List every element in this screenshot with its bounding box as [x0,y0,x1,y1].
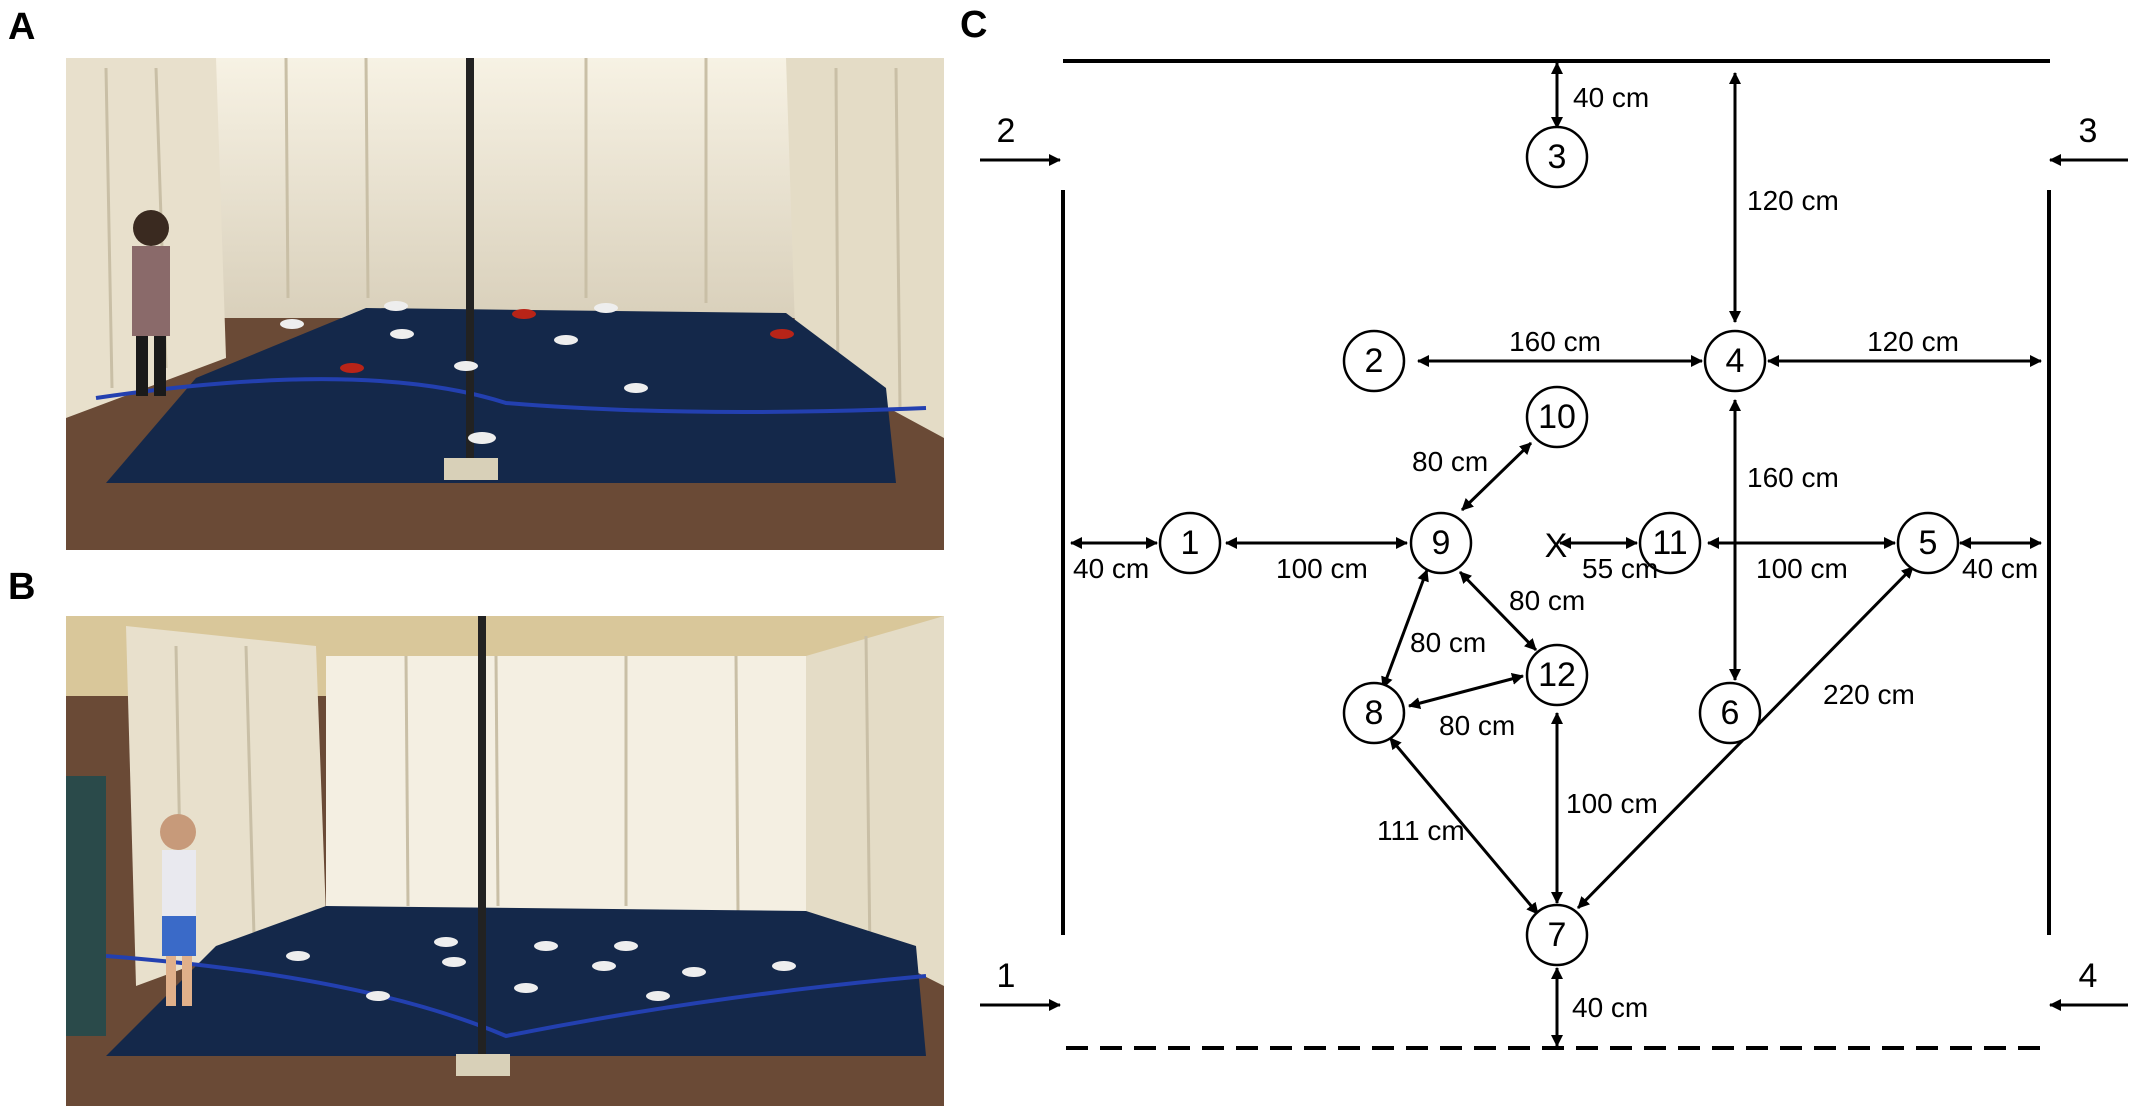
location-circle-11 [1638,511,1702,575]
location-number-3: 3 [1548,138,1567,176]
distance-x-11: 55 cm [1582,553,1658,584]
distance-4-right: 120 cm [1867,326,1959,357]
entry-label-2: 2 [997,112,1016,150]
distance-9-10: 80 cm [1412,446,1488,477]
distance-1-9: 100 cm [1276,553,1368,584]
carpet [106,308,896,483]
pole-base [456,1054,510,1076]
cups [280,301,794,444]
panel-label-b: B [8,566,36,608]
distance-5-7: 220 cm [1823,679,1915,710]
location-circle-9 [1409,511,1473,575]
entry-label-4: 4 [2079,957,2098,995]
distance-2-4: 160 cm [1509,326,1601,357]
distance-8-7: 111 cm [1377,815,1465,846]
location-circle-2 [1342,329,1406,393]
location-number-6: 6 [1721,694,1740,732]
location-number-4: 4 [1726,342,1745,380]
distance-9-12: 80 cm [1509,585,1585,616]
pole-base [444,458,498,480]
location-number-8: 8 [1365,694,1384,732]
photo-b-illustration [66,616,944,1106]
location-number-5: 5 [1919,524,1938,562]
location-circle-6 [1698,681,1762,745]
carpet [106,906,926,1056]
adult-figure [66,776,106,1036]
location-circle-5 [1896,511,1960,575]
rope [95,377,927,414]
location-circles [1158,125,1960,967]
arrow-9-8 [1381,569,1429,689]
panel-label-a: A [8,6,36,48]
location-circle-4 [1703,329,1767,393]
pole [466,58,474,468]
location-circle-10 [1525,385,1589,449]
panel-label-c: C [960,4,988,46]
arrow-8-12 [1408,672,1524,710]
distance-12-7: 100 cm [1566,788,1658,819]
location-circle-1 [1158,511,1222,575]
distance-8-12: 80 cm [1439,710,1515,741]
right-curtain [806,616,944,986]
location-number-9: 9 [1432,524,1451,562]
location-number-7: 7 [1548,916,1567,954]
photo-a [66,58,944,550]
entry-label-1: 1 [997,957,1016,995]
location-number-11: 11 [1652,524,1687,562]
entry-label-3: 3 [2079,112,2098,150]
location-number-10: 10 [1538,398,1576,436]
distance-9-8: 80 cm [1410,627,1486,658]
pole [478,616,486,1056]
photo-b [66,616,944,1106]
distance-5-right: 40 cm [1962,553,2038,584]
location-circle-7 [1525,903,1589,967]
distance-3-top: 40 cm [1573,82,1649,113]
location-circle-12 [1525,643,1589,707]
location-number-2: 2 [1365,342,1384,380]
arrow-9-10 [1460,441,1533,512]
rope [105,954,927,1039]
distance-4-top: 120 cm [1747,185,1839,216]
distance-11-5: 100 cm [1756,553,1848,584]
distance-4-6: 160 cm [1747,462,1839,493]
child-figure [160,814,196,1006]
location-number-1: 1 [1181,524,1200,562]
location-number-12: 12 [1538,656,1576,694]
distance-left-1: 40 cm [1073,553,1149,584]
arrow-8-7 [1388,737,1540,915]
arrow-9-12 [1458,570,1538,652]
curtain-folds [174,635,872,957]
photo-a-illustration [66,58,944,550]
distance-7-bottom: 40 cm [1572,992,1648,1023]
location-circle-3 [1525,125,1589,189]
location-circle-8 [1342,681,1406,745]
start-marker: X [1545,527,1568,565]
child-figure [132,210,170,396]
cups [286,937,796,1001]
